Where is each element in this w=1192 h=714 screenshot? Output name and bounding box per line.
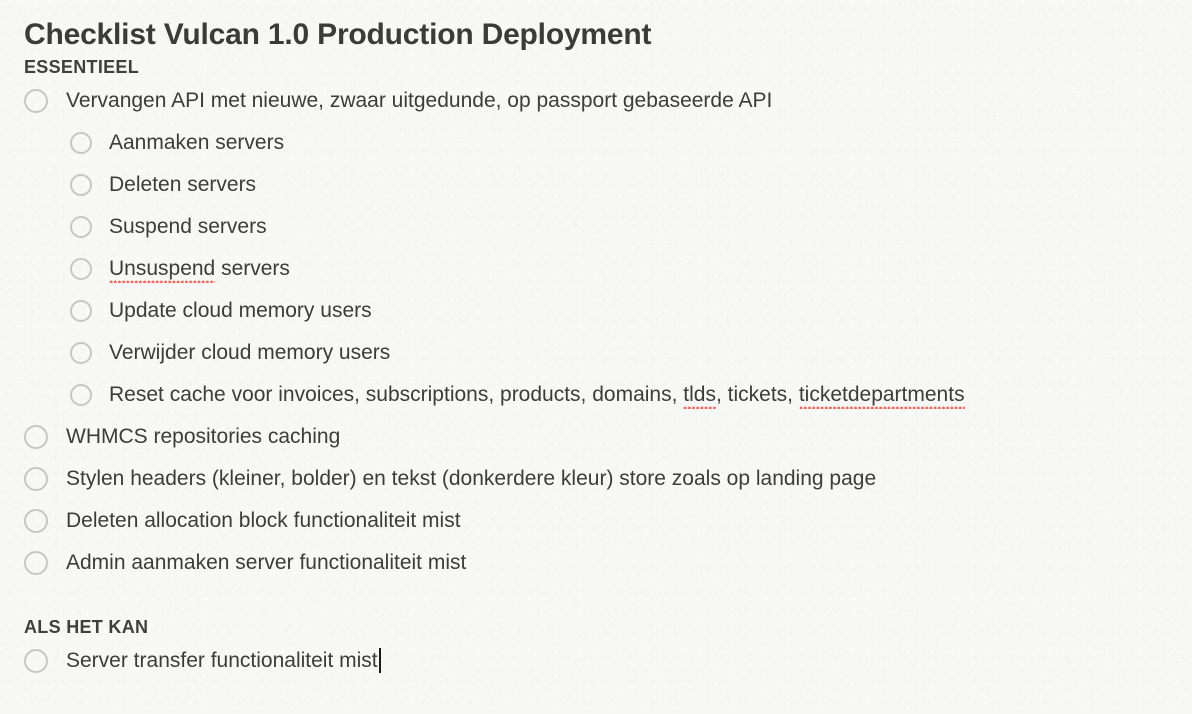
page-title: Checklist Vulcan 1.0 Production Deployme… <box>24 18 652 51</box>
checklist-item[interactable]: Suspend servers <box>0 206 1192 248</box>
sections-container: ESSENTIEEL Vervangen API met nieuwe, zwaa… <box>0 54 1192 682</box>
checkbox-circle-icon[interactable] <box>24 649 48 673</box>
checklist-item[interactable]: Deleten allocation block functionaliteit… <box>0 500 1192 542</box>
checkbox-circle-icon[interactable] <box>70 132 92 154</box>
checklist-item[interactable]: Unsuspend servers <box>0 248 1192 290</box>
section-header-essentieel: ESSENTIEEL <box>24 57 140 77</box>
checklist-als-het-kan: Server transfer functionaliteit mist <box>0 640 1192 682</box>
checklist-item-label: Suspend servers <box>109 215 267 238</box>
checkbox-circle-icon[interactable] <box>70 300 92 322</box>
checklist-item-label: Unsuspend servers <box>109 256 290 283</box>
checklist-item-label: Server transfer functionaliteit mist <box>66 648 381 674</box>
checklist-item[interactable]: Vervangen API met nieuwe, zwaar uitgedun… <box>0 80 1192 122</box>
checklist-item[interactable]: Admin aanmaken server functionaliteit mi… <box>0 542 1192 584</box>
checklist-item-label: Update cloud memory users <box>109 299 372 322</box>
checkbox-circle-icon[interactable] <box>24 509 48 533</box>
checklist-item[interactable]: Verwijder cloud memory users <box>0 332 1192 374</box>
checklist-item-label: Deleten servers <box>109 173 257 196</box>
checklist-item[interactable]: Server transfer functionaliteit mist <box>0 640 1192 682</box>
section-header-als-het-kan: ALS HET KAN <box>24 617 149 637</box>
checklist-item-label: Stylen headers (kleiner, bolder) en teks… <box>66 467 877 490</box>
checklist-item-label: WHMCS repositories caching <box>66 425 341 448</box>
checklist-item[interactable]: Deleten servers <box>0 164 1192 206</box>
checklist-item-label: Verwijder cloud memory users <box>109 341 391 364</box>
spellcheck-misspelled-word: ticketdepartments <box>798 383 965 409</box>
spellcheck-misspelled-word: tlds <box>683 383 716 409</box>
spellcheck-misspelled-word: Unsuspend <box>109 257 216 283</box>
checkbox-circle-icon[interactable] <box>70 384 92 406</box>
checklist-item-label: Vervangen API met nieuwe, zwaar uitgedun… <box>66 89 773 112</box>
checklist-item-label: Admin aanmaken server functionaliteit mi… <box>66 551 467 574</box>
checklist-item-label: Deleten allocation block functionaliteit… <box>66 509 461 532</box>
checklist-item[interactable]: Aanmaken servers <box>0 122 1192 164</box>
checkbox-circle-icon[interactable] <box>24 467 48 491</box>
checklist-item[interactable]: Update cloud memory users <box>0 290 1192 332</box>
checklist-document: Checklist Vulcan 1.0 Production Deployme… <box>0 18 1192 682</box>
checklist-item[interactable]: Stylen headers (kleiner, bolder) en teks… <box>0 458 1192 500</box>
checkbox-circle-icon[interactable] <box>70 174 92 196</box>
checklist-item[interactable]: Reset cache voor invoices, subscriptions… <box>0 374 1192 416</box>
checklist-essentieel: Vervangen API met nieuwe, zwaar uitgedun… <box>0 80 1192 584</box>
checkbox-circle-icon[interactable] <box>70 216 92 238</box>
checkbox-circle-icon[interactable] <box>70 342 92 364</box>
text-cursor-caret <box>378 648 381 673</box>
checklist-item-label: Reset cache voor invoices, subscriptions… <box>109 382 965 409</box>
checkbox-circle-icon[interactable] <box>70 258 92 280</box>
checkbox-circle-icon[interactable] <box>24 551 48 575</box>
checkbox-circle-icon[interactable] <box>24 425 48 449</box>
checklist-item-label: Aanmaken servers <box>109 131 285 154</box>
checkbox-circle-icon[interactable] <box>24 89 48 113</box>
checklist-item[interactable]: WHMCS repositories caching <box>0 416 1192 458</box>
